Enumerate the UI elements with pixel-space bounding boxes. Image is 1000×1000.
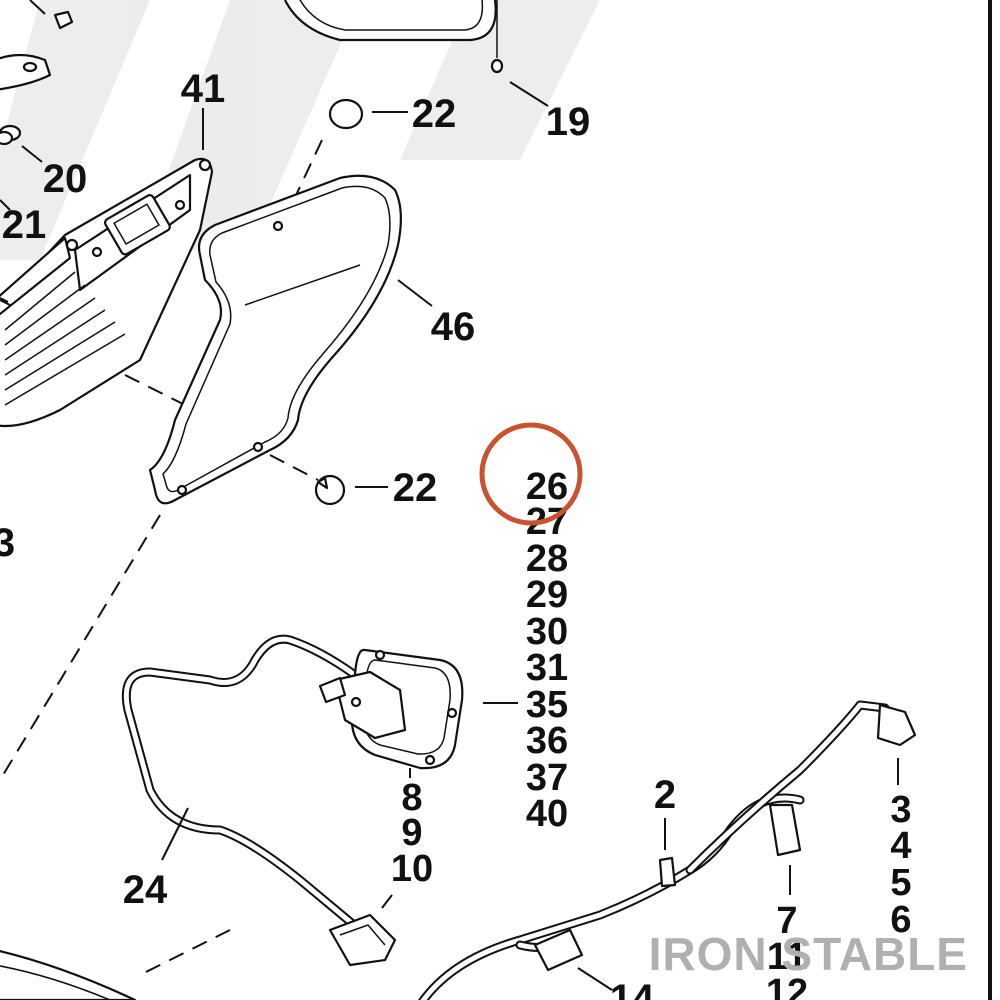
centerline-module bbox=[0, 299, 11, 306]
callout-20: 20 bbox=[43, 157, 88, 201]
callout-40: 40 bbox=[526, 793, 568, 835]
callout-stack-7-12: 7 11 12 bbox=[766, 900, 808, 1000]
callout-stack-mid: 26 27 28 29 30 31 35 36 37 40 bbox=[526, 466, 568, 835]
callout-stack-8-10: 8 9 10 bbox=[391, 777, 433, 890]
leader-21 bbox=[0, 199, 11, 211]
control-module-41 bbox=[0, 108, 214, 428]
callout-14: 14 bbox=[610, 977, 655, 1000]
callout-35: 35 bbox=[526, 684, 568, 726]
watermark-text: IRON STABLE bbox=[649, 928, 968, 980]
taillight-lens-bottom bbox=[0, 950, 137, 1000]
callout-4: 4 bbox=[890, 825, 911, 867]
grommet-20 bbox=[0, 124, 43, 163]
callout-37: 37 bbox=[526, 757, 568, 799]
callout-22-bottom: 22 bbox=[393, 466, 438, 510]
light-housing-top bbox=[284, 0, 497, 42]
bracket-upper-left bbox=[0, 0, 74, 91]
callout-24: 24 bbox=[123, 868, 168, 912]
grommet-22-top bbox=[328, 98, 408, 130]
callout-21: 21 bbox=[2, 203, 47, 247]
screw-19 bbox=[490, 0, 549, 107]
grommet-22-bottom bbox=[314, 474, 388, 506]
callout-stack-3-6: 3 4 5 6 bbox=[890, 789, 911, 941]
callout-36: 36 bbox=[526, 720, 568, 762]
leader-3-left bbox=[0, 297, 9, 303]
callout-19: 19 bbox=[546, 100, 591, 144]
callout-9: 9 bbox=[401, 812, 422, 854]
callout-29: 29 bbox=[526, 574, 568, 616]
centerline-module-lower bbox=[124, 374, 186, 406]
callout-3: 3 bbox=[890, 789, 911, 831]
callout-31: 31 bbox=[526, 647, 568, 689]
callout-3-left: 3 bbox=[0, 521, 15, 565]
callout-26: 26 bbox=[526, 466, 568, 508]
callout-10: 10 bbox=[391, 848, 433, 890]
callout-11: 11 bbox=[767, 936, 807, 978]
callout-30: 30 bbox=[526, 611, 568, 653]
callout-2: 2 bbox=[654, 773, 676, 817]
main-wiring-harness bbox=[418, 700, 917, 1000]
highlight-circle bbox=[479, 422, 583, 526]
callout-46: 46 bbox=[431, 305, 476, 349]
callout-41: 41 bbox=[181, 67, 226, 111]
gasket-46 bbox=[148, 174, 433, 505]
callout-7: 7 bbox=[776, 900, 797, 942]
centerline-bottom bbox=[139, 929, 231, 976]
callout-22-top: 22 bbox=[412, 92, 457, 136]
centerline-grommet-bottom bbox=[269, 454, 319, 481]
callout-6: 6 bbox=[890, 899, 911, 941]
callout-28: 28 bbox=[526, 538, 568, 580]
callout-5: 5 bbox=[890, 862, 911, 904]
callout-8: 8 bbox=[401, 777, 422, 819]
socket-harness-24 bbox=[121, 634, 518, 967]
callout-12: 12 bbox=[766, 972, 808, 1000]
